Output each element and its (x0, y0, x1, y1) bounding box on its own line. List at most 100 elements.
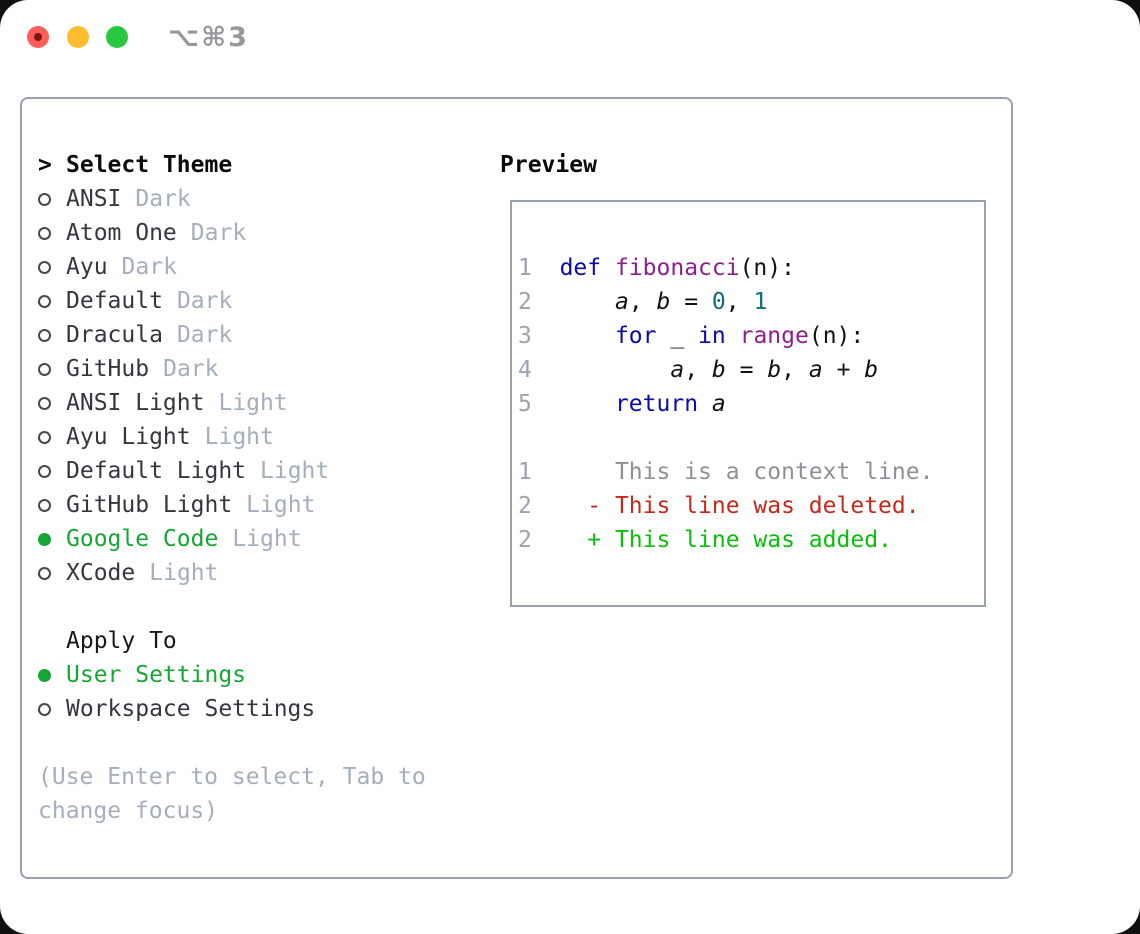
radio-icon (38, 498, 51, 512)
theme-item[interactable]: GitHub Dark (38, 352, 488, 386)
code-token (726, 323, 740, 349)
diff-line: 2 + This line was added. (518, 523, 984, 557)
code-token: a (670, 357, 685, 383)
theme-item[interactable]: GitHub Light Light (38, 488, 488, 522)
theme-item-name: Default Light (66, 458, 247, 484)
keyboard-shortcut-label: ⌥⌘3 (168, 22, 249, 53)
code-line: 3 for _ in range(n): (518, 319, 984, 353)
radio-icon (38, 464, 51, 478)
code-token: b (767, 357, 782, 383)
radio-icon (38, 566, 51, 580)
code-token: in (698, 323, 726, 349)
apply-to-option[interactable]: Workspace Settings (38, 692, 488, 726)
prompt-caret-icon: > (38, 152, 52, 178)
diff-text: This is a context line. (559, 459, 934, 485)
preview-header: Preview (500, 148, 597, 182)
radio-icon (38, 226, 51, 240)
theme-item-variant: Dark (135, 186, 191, 212)
theme-menu-title: Select Theme (66, 152, 233, 178)
code-token (560, 289, 615, 315)
radio-icon (38, 260, 51, 274)
code-token: a (614, 289, 629, 315)
code-token: range (739, 323, 809, 349)
theme-item[interactable]: Default Light Light (38, 454, 488, 488)
code-token: = (670, 289, 712, 315)
code-line: 5 return a (518, 387, 984, 421)
blank-line (518, 421, 984, 455)
diff-preview: 1 This is a context line.2 - This line w… (518, 455, 984, 557)
code-token (560, 357, 671, 383)
theme-item-name: Ayu Light (66, 424, 191, 450)
code-token: , (628, 289, 657, 315)
theme-item-name: GitHub (66, 356, 150, 382)
diff-text: + This line was added. (559, 527, 892, 553)
zoom-button[interactable] (106, 26, 128, 48)
theme-item-name: ANSI Light (66, 390, 205, 416)
theme-item[interactable]: Ayu Light Light (38, 420, 488, 454)
theme-item[interactable]: Dracula Dark (38, 318, 488, 352)
diff-text: - This line was deleted. (559, 493, 920, 519)
code-token: , (684, 357, 712, 383)
diff-line: 1 This is a context line. (518, 455, 984, 489)
code-token: b (864, 357, 879, 383)
theme-item-variant: Light (204, 424, 274, 450)
theme-item-variant: Light (232, 526, 302, 552)
radio-icon (38, 396, 51, 410)
title-bar: ⌥⌘3 (0, 0, 1140, 74)
line-number: 4 (518, 357, 532, 383)
theme-item-name: ANSI (66, 186, 122, 212)
code-token: b (656, 289, 671, 315)
code-token: def (559, 255, 615, 281)
minimize-button[interactable] (67, 26, 89, 48)
code-token: , (725, 289, 754, 315)
line-number: 3 (518, 323, 532, 349)
theme-menu-header: > Select Theme (38, 148, 488, 182)
code-token (560, 391, 615, 417)
radio-icon (38, 328, 51, 342)
theme-item-variant: Light (246, 492, 316, 518)
help-line: change focus) (38, 798, 219, 824)
theme-item[interactable]: ANSI Dark (38, 182, 488, 216)
line-number: 2 (518, 493, 532, 519)
radio-icon (38, 430, 51, 444)
code-line: 2 a, b = 0, 1 (518, 285, 984, 319)
radio-selected-icon (38, 668, 51, 682)
theme-item-name: Atom One (66, 220, 177, 246)
radio-icon (38, 362, 51, 376)
close-button[interactable] (27, 26, 49, 48)
line-number: 1 (518, 459, 532, 485)
theme-item-name: Default (66, 288, 163, 314)
diff-line: 2 - This line was deleted. (518, 489, 984, 523)
line-number: 5 (518, 391, 532, 417)
code-line: 1 def fibonacci(n): (518, 251, 984, 285)
theme-item-variant: Dark (121, 254, 177, 280)
line-number: 1 (518, 255, 532, 281)
theme-item-name: GitHub Light (66, 492, 233, 518)
theme-item-variant: Light (260, 458, 330, 484)
code-token: _ (656, 323, 699, 349)
theme-item-name: XCode (66, 560, 136, 586)
theme-item-variant: Dark (176, 322, 233, 348)
code-token: (n): (739, 255, 795, 281)
theme-item-variant: Dark (163, 356, 219, 382)
theme-item[interactable]: Ayu Dark (38, 250, 488, 284)
apply-to-option[interactable]: User Settings (38, 658, 488, 692)
theme-item[interactable]: Google Code Light (38, 522, 488, 556)
theme-item-name: Dracula (66, 322, 163, 348)
apply-to-option-label: User Settings (66, 662, 247, 688)
code-token: a (808, 357, 823, 383)
theme-item-name: Ayu (66, 254, 108, 280)
code-token: = (725, 357, 768, 383)
apply-to-title: Apply To (66, 628, 177, 654)
code-token (560, 323, 615, 349)
theme-item-name: Google Code (66, 526, 219, 552)
